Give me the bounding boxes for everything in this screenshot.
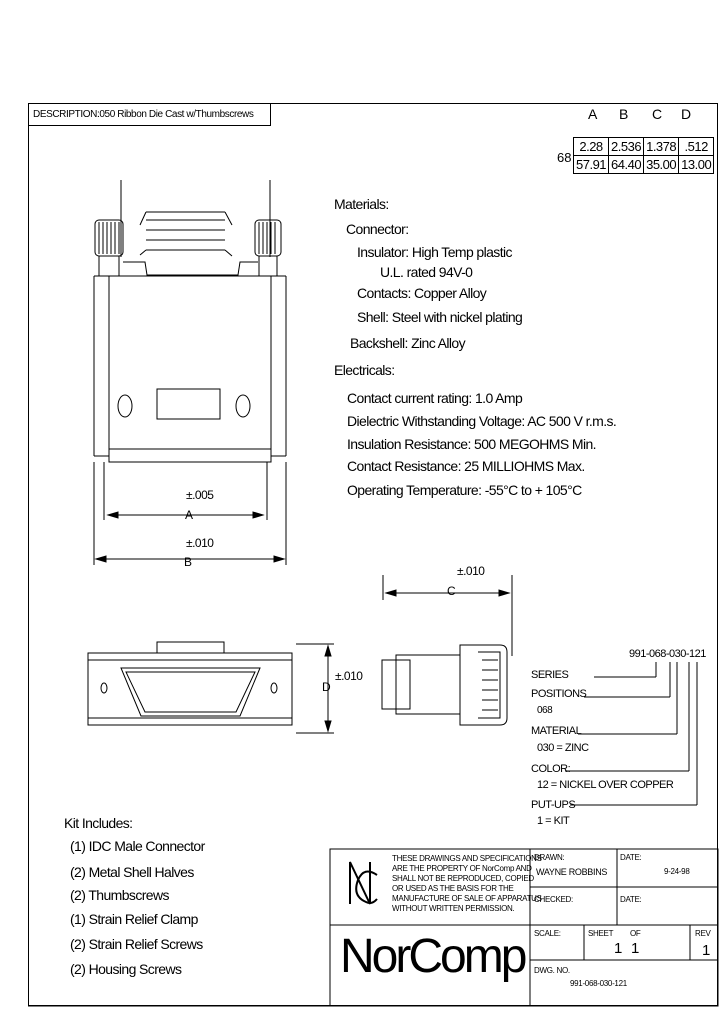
dim-mm-d: 13.00: [678, 155, 715, 174]
dwg-no-label: DWG. NO.: [534, 966, 570, 975]
title-block: [28, 848, 719, 1007]
spec-insulator: Insulator: High Temp plastic: [357, 244, 513, 260]
front-view: [87, 641, 293, 726]
dimensions-table: 2.28 2.536 1.378 .512 57.91 64.40 35.00 …: [572, 137, 715, 174]
part-number-leaders: [565, 662, 698, 806]
dim-row-label: 68: [557, 150, 572, 165]
date-label: DATE:: [620, 853, 642, 862]
sheet-value: 1: [614, 940, 623, 957]
dim-header-a: A: [588, 106, 598, 122]
pn-putups-value: 1 = KIT: [537, 815, 570, 827]
spec-temperature: Operating Temperature: -55°C to + 105°C: [347, 482, 582, 498]
description-label: DESCRIPTION:: [33, 109, 100, 120]
kit-heading: Kit Includes:: [64, 815, 133, 831]
drawn-value: WAYNE ROBBINS: [536, 867, 608, 877]
kit-item: (1) Strain Relief Clamp: [70, 911, 198, 927]
kit-item: (2) Housing Screws: [70, 961, 182, 977]
spec-current: Contact current rating: 1.0 Amp: [347, 390, 523, 406]
dim-mm-b: 64.40: [608, 155, 645, 174]
ribbon-cable: [120, 180, 271, 257]
dimension-label-a: A: [185, 508, 193, 522]
notice-line: WITHOUT WRITTEN PERMISSION.: [392, 904, 515, 913]
pn-positions-label: POSITIONS: [531, 688, 587, 700]
backshell-body: [93, 261, 287, 463]
notice-line: THESE DRAWINGS AND SPECIFICATIONS: [392, 854, 542, 863]
rev-value: 1: [702, 942, 711, 959]
dimension-line-c: [382, 575, 513, 656]
dimension-line-d: [296, 643, 334, 734]
description-value: .050 Ribbon Die Cast w/Thumbscrews: [97, 109, 254, 120]
company-logo-text: NorComp: [340, 930, 527, 983]
drawn-label: DRAWN:: [534, 853, 565, 862]
tolerance-a: ±.005: [186, 488, 214, 502]
pn-color-value: 12 = NICKEL OVER COPPER: [537, 779, 674, 791]
dimension-label-c: C: [447, 584, 456, 598]
kit-item: (2) Metal Shell Halves: [70, 864, 194, 880]
part-number: 991-068-030-121: [629, 648, 706, 660]
dim-header-c: C: [652, 106, 663, 122]
dim-header-b: B: [619, 106, 629, 122]
notice-line: ARE THE PROPERTY OF NorComp AND: [392, 864, 532, 873]
spec-connector: Connector:: [346, 221, 409, 237]
pn-material-label: MATERIAL: [531, 725, 582, 737]
scale-label: SCALE:: [534, 929, 561, 938]
date-value: 9-24-98: [664, 867, 690, 876]
sheet-label: SHEET: [588, 929, 614, 938]
notice-line: OR USED AS THE BASIS FOR THE: [392, 884, 514, 893]
spec-ul-rating: U.L. rated 94V-0: [380, 264, 473, 280]
spec-dielectric: Dielectric Withstanding Voltage: AC 500 …: [347, 413, 617, 429]
thumbscrew-right: [254, 219, 282, 277]
table-row: 57.91 64.40 35.00 13.00: [572, 155, 715, 174]
spec-contacts: Contacts: Copper Alloy: [357, 285, 487, 301]
thumbscrew-left: [94, 219, 124, 277]
spec-contact-resistance: Contact Resistance: 25 MILLIOHMS Max.: [347, 458, 585, 474]
dimension-label-b: B: [184, 555, 192, 569]
pn-series-label: SERIES: [531, 669, 569, 681]
spec-shell: Shell: Steel with nickel plating: [357, 309, 523, 325]
dwg-no-value: 991-068-030-121: [570, 979, 627, 988]
pn-positions-value: 068: [537, 705, 553, 716]
of-value: 1: [631, 940, 640, 957]
tolerance-c: ±.010: [457, 564, 485, 578]
pn-material-value: 030 = ZINC: [537, 742, 589, 754]
tolerance-d: ±.010: [335, 669, 363, 683]
kit-item: (2) Strain Relief Screws: [70, 936, 203, 952]
rev-label: REV: [695, 929, 711, 938]
dim-header-d: D: [681, 106, 692, 122]
electricals-heading: Electricals:: [334, 362, 395, 378]
dim-inch-a: 2.28: [572, 137, 610, 156]
date-label-2: DATE:: [620, 895, 642, 904]
description-box: DESCRIPTION: .050 Ribbon Die Cast w/Thum…: [28, 103, 271, 126]
spec-backshell: Backshell: Zinc Alloy: [350, 335, 466, 351]
checked-label: CHECKED:: [534, 895, 573, 904]
notice-line: SHALL NOT BE REPRODUCED, COPIED: [392, 874, 534, 883]
dimension-lines-ab: [93, 462, 287, 565]
nc-logo: [349, 861, 378, 905]
pn-putups-label: PUT-UPS: [531, 799, 576, 811]
dim-mm-a: 57.91: [572, 155, 610, 174]
pn-color-label: COLOR:: [531, 763, 571, 775]
kit-item: (1) IDC Male Connector: [70, 838, 205, 854]
side-view: [381, 644, 508, 726]
dimension-label-d: D: [322, 680, 331, 694]
kit-item: (2) Thumbscrews: [70, 887, 169, 903]
tolerance-b: ±.010: [186, 536, 214, 550]
spec-insulation: Insulation Resistance: 500 MEGOHMS Min.: [347, 436, 597, 452]
materials-heading: Materials:: [334, 196, 389, 212]
notice-line: MANUFACTURE OF SALE OF APPARATUS: [392, 894, 542, 903]
dim-mm-c: 35.00: [643, 155, 680, 174]
of-label: OF: [630, 929, 641, 938]
